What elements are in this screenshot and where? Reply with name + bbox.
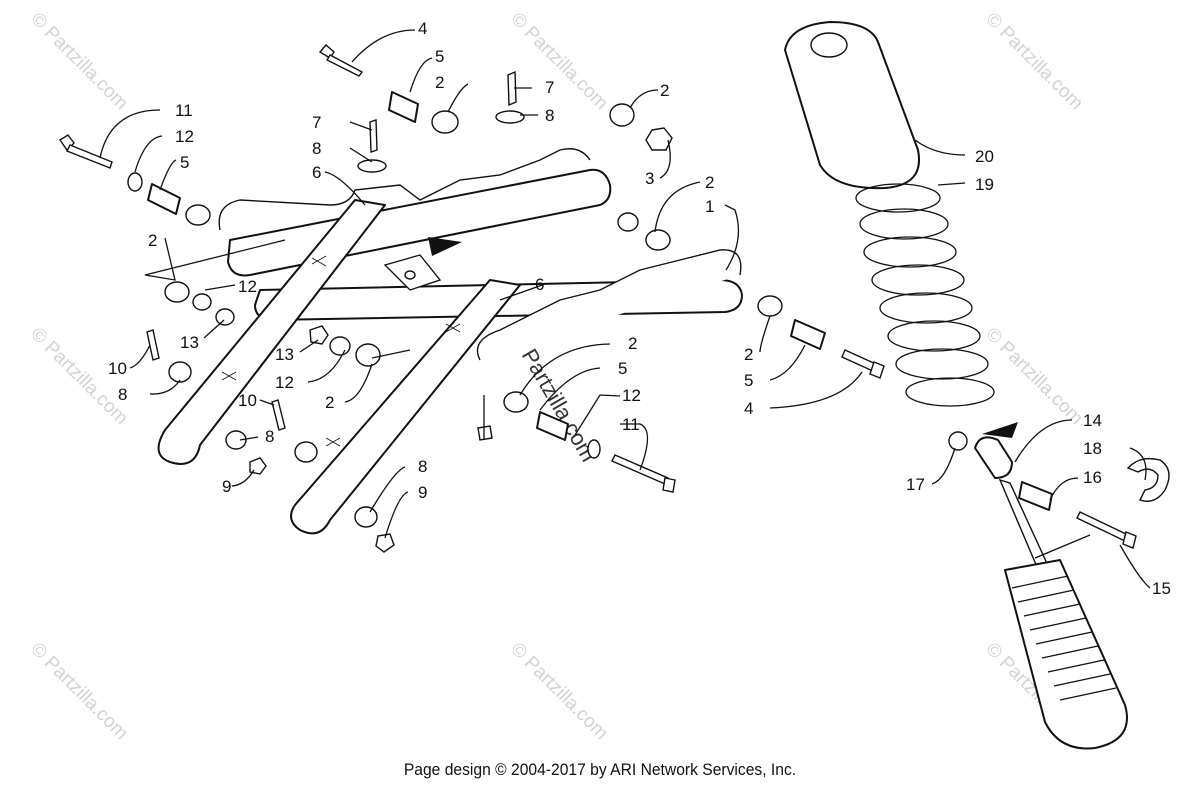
watermark-text: © Partzilla.com — [506, 9, 611, 114]
callout-4: 4 — [744, 399, 753, 418]
callout-20: 20 — [975, 147, 994, 166]
hardware-parts — [59, 44, 885, 553]
callout-8: 8 — [545, 106, 554, 125]
callout-2: 2 — [325, 393, 334, 412]
callout-9: 9 — [418, 483, 427, 502]
callout-10: 10 — [108, 359, 127, 378]
watermark-text: © Partzilla.com — [506, 639, 611, 744]
callout-2: 2 — [660, 81, 669, 100]
watermark-text: © Partzilla.com — [981, 324, 1086, 429]
callout-12: 12 — [622, 386, 641, 405]
shock-absorber — [784, 21, 1170, 750]
watermark-text: © Partzilla.com — [981, 9, 1086, 114]
callout-6: 6 — [312, 163, 321, 182]
callout-18: 18 — [1083, 439, 1102, 458]
watermark-text: © Partzilla.com — [26, 9, 131, 114]
callout-17: 17 — [906, 475, 925, 494]
callout-9: 9 — [222, 477, 231, 496]
callout-12: 12 — [275, 373, 294, 392]
callout-2: 2 — [628, 334, 637, 353]
callout-5: 5 — [744, 371, 753, 390]
callout-16: 16 — [1083, 468, 1102, 487]
callout-1: 1 — [705, 197, 714, 216]
callout-19: 19 — [975, 175, 994, 194]
callout-10: 10 — [238, 391, 257, 410]
callout-5: 5 — [180, 153, 189, 172]
callout-7: 7 — [312, 113, 321, 132]
callout-2: 2 — [705, 173, 714, 192]
callout-11: 11 — [622, 415, 640, 434]
callout-2: 2 — [435, 73, 444, 92]
callout-12: 12 — [175, 127, 194, 146]
callout-6: 6 — [535, 275, 544, 294]
leader-lines — [99, 29, 1151, 589]
watermark-text: © Partzilla.com — [26, 639, 131, 744]
callout-8: 8 — [312, 139, 321, 158]
callout-8: 8 — [265, 427, 274, 446]
callout-5: 5 — [435, 47, 444, 66]
callout-8: 8 — [418, 457, 427, 476]
swing-arm-assembly — [157, 148, 1018, 535]
callout-15: 15 — [1152, 579, 1171, 598]
callout-2: 2 — [148, 231, 157, 250]
callout-7: 7 — [545, 78, 554, 97]
callout-3: 3 — [645, 169, 654, 188]
callout-11: 11 — [175, 101, 193, 120]
callout-4: 4 — [418, 19, 427, 38]
callout-13: 13 — [275, 345, 294, 364]
footer-copyright: Page design © 2004-2017 by ARI Network S… — [403, 760, 797, 779]
callout-12: 12 — [238, 277, 257, 296]
callout-14: 14 — [1083, 411, 1102, 430]
callout-2: 2 — [744, 345, 753, 364]
callout-labels: 4 5 2 7 8 2 11 12 5 7 8 6 3 2 1 2 12 13 … — [108, 19, 1171, 598]
callout-13: 13 — [180, 333, 199, 352]
callout-5: 5 — [618, 359, 627, 378]
callout-8: 8 — [118, 385, 127, 404]
